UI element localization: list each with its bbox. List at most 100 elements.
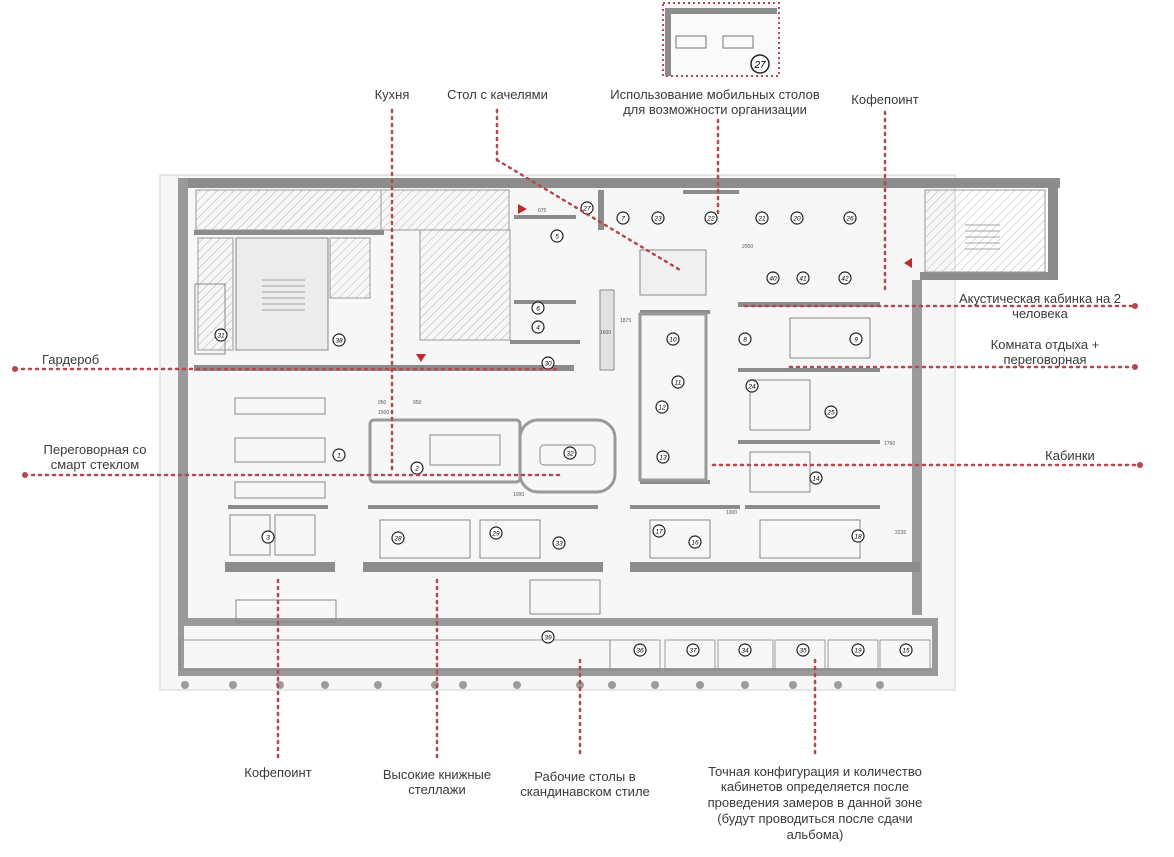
room-number: 25 [826,410,835,417]
room-number: 37 [689,648,697,655]
dimension-label: 1875 [620,318,632,324]
room-marker: 8 [738,332,752,346]
room-marker: 39 [541,630,555,644]
room-marker: 17 [652,524,666,538]
room-number: 12 [658,405,666,412]
callout-swing-table: Стол с качелями [447,87,548,102]
room-marker: 21 [755,211,769,225]
room-marker: 10 [666,332,680,346]
room-marker: 29 [489,526,503,540]
dimension-label: 1500 [378,410,390,416]
dimension-label: 1000 [726,510,738,516]
core-areas [195,189,1046,351]
callout-scandi-line1: Рабочие столы в [534,769,636,784]
callout-config-line5: альбома) [786,827,844,842]
dimension-label: 1750 [884,441,896,447]
partitions [194,190,920,572]
leader-lines [13,108,1142,760]
room-number: 32 [566,451,574,458]
room-number: 14 [812,476,820,483]
room-marker: 24 [745,379,759,393]
room-marker: 37 [686,643,700,657]
room-marker: 13 [656,450,670,464]
room-number: 16 [691,540,699,547]
room-number: 27 [582,206,591,213]
room-marker: 16 [688,535,702,549]
room-number: 30 [544,361,552,368]
room-number: 35 [799,648,807,655]
building-shell [159,174,1060,691]
room-number: 33 [555,541,563,548]
room-number: 26 [845,216,854,223]
room-number: 39 [544,635,552,642]
room-marker: 20 [790,211,804,225]
room-number: 40 [769,276,777,283]
callout-config-line2: кабинетов определяется после [720,779,910,794]
dimension-label: 950 [378,400,387,406]
room-number: 5 [555,234,559,241]
room-marker: 2 [410,461,424,475]
callout-lounge-line1: Комната отдыха + [990,337,1100,352]
room-marker: 38 [332,333,346,347]
room-number: 10 [669,337,677,344]
room-marker: 7 [616,211,630,225]
room-number: 7 [621,216,625,223]
callout-cabins: Кабинки [1045,448,1095,463]
room-marker: 14 [809,471,823,485]
room-number: 20 [792,216,801,223]
room-number: 17 [655,529,663,536]
callout-acoustic-cabin-line2: человека [1012,306,1068,321]
room-marker: 31 [214,328,228,342]
callout-mobile-desks-line1: Использование мобильных столов [610,87,820,102]
room-number: 1 [337,453,341,460]
room-number: 15 [902,648,910,655]
dimension-label: 950 [413,400,422,406]
room-number: 34 [741,648,749,655]
room-number: 42 [841,276,849,283]
room-marker: 15 [899,643,913,657]
callout-smart-glass-line2: смарт стеклом [50,457,140,472]
room-marker: 4 [531,320,545,334]
callout-coffee-point-top: Кофепоинт [851,92,919,107]
room-marker: 6 [531,301,545,315]
callout-shelves-line2: стеллажи [408,782,466,797]
room-marker: 3 [261,530,275,544]
room-marker: 1 [332,448,346,462]
callout-config-line1: Точная конфигурация и количество [708,764,922,779]
room-marker: 23 [651,211,665,225]
callout-acoustic-cabin-line1: Акустическая кабинка на 2 [958,291,1122,306]
room-marker: 5 [550,229,564,243]
room-number: 23 [653,216,662,223]
room-marker: 26 [843,211,857,225]
room-number: 21 [757,216,766,223]
room-number: 13 [659,455,667,462]
room-marker: 36 [633,643,647,657]
room-number: 3 [266,535,270,542]
room-number: 36 [636,648,644,655]
room-marker: 12 [655,400,669,414]
room-number: 38 [335,338,343,345]
room-marker: 35 [796,643,810,657]
mobile-desk-inset: 27 [662,2,780,77]
dimension-label: 2000 [742,244,754,250]
room-marker: 32 [563,446,577,460]
room-marker: 22 [704,211,718,225]
room-number: 31 [217,333,225,340]
room-number: 28 [393,536,402,543]
dimension-label: 2235 [895,530,907,536]
room-number: 27 [753,60,766,71]
room-number: 2 [414,466,419,473]
leader-end-dots [12,303,1143,478]
callout-lounge-line2: переговорная [1003,352,1087,367]
room-marker: 30 [541,356,555,370]
room-marker: 9 [849,332,863,346]
room-number: 4 [536,325,540,332]
dimension-label: 675 [538,208,547,214]
room-marker: 33 [552,536,566,550]
room-number: 19 [854,648,862,655]
room-marker: 19 [851,643,865,657]
room-marker: 28 [391,531,405,545]
room-number: 8 [743,337,747,344]
